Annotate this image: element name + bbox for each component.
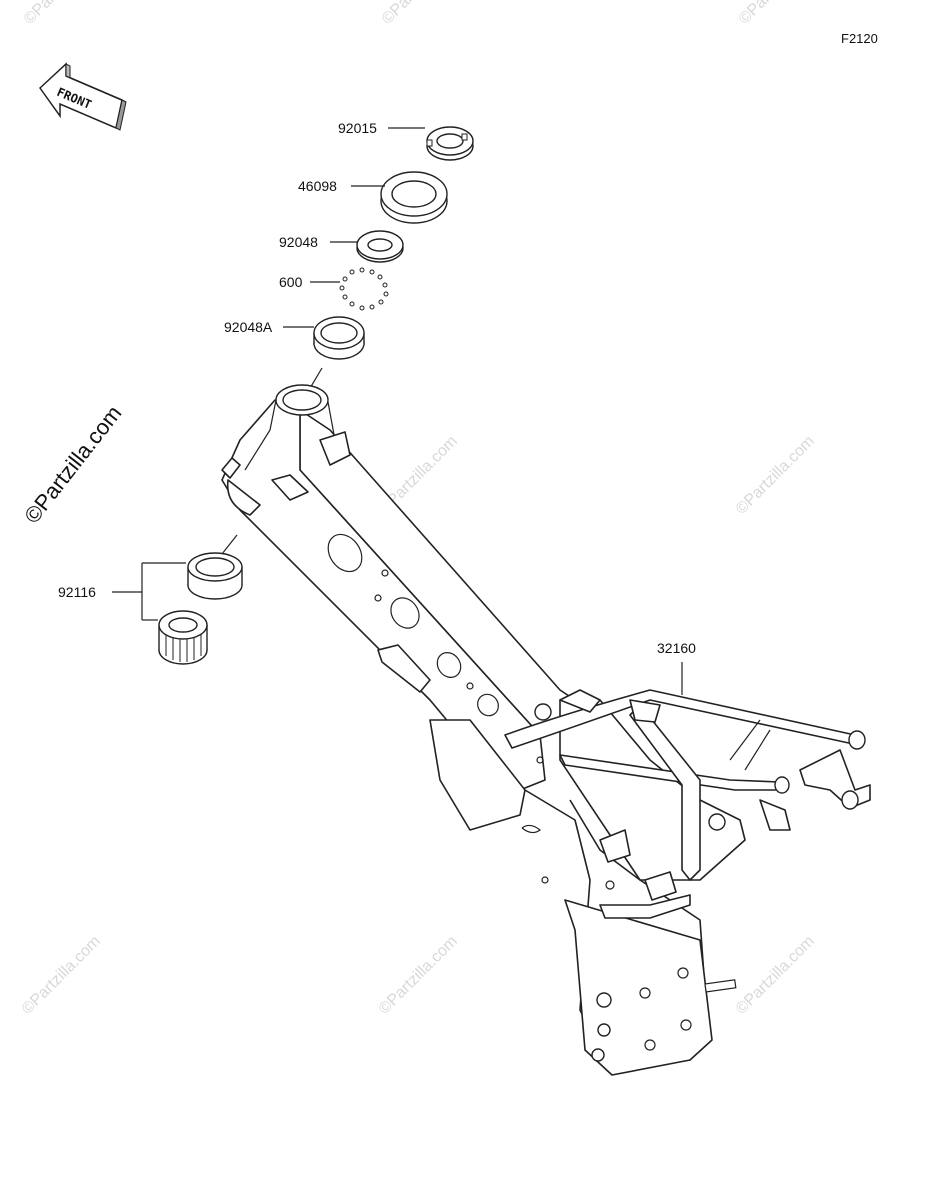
label-92048A: 92048A xyxy=(224,319,273,335)
frame-32160 xyxy=(221,384,871,1076)
watermark: ©Partzilla.com xyxy=(21,0,106,28)
watermark: ©Partzilla.com xyxy=(19,933,104,1018)
part-600-balls xyxy=(339,267,389,311)
label-92116: 92116 xyxy=(58,584,96,600)
label-600: 600 xyxy=(279,274,303,290)
label-32160: 32160 xyxy=(657,640,696,656)
part-92015-nut xyxy=(426,126,474,161)
diagram-code: F2120 xyxy=(841,31,878,46)
label-46098: 46098 xyxy=(298,178,337,194)
watermark: ©Partzilla.com xyxy=(376,933,461,1018)
part-92116-race xyxy=(187,552,243,600)
watermark: ©Partzilla.com xyxy=(733,433,818,518)
part-92048-race xyxy=(356,230,404,263)
watermark: ©Partzilla.com xyxy=(736,0,821,28)
front-arrow-icon: FRONT xyxy=(39,62,127,131)
label-92015: 92015 xyxy=(338,120,377,136)
watermark: ©Partzilla.com xyxy=(379,0,464,28)
label-92048: 92048 xyxy=(279,234,318,250)
part-92048A-race xyxy=(313,316,365,360)
brand-watermark: ©Partzilla.com xyxy=(19,401,126,528)
pointer-head-bottom xyxy=(221,534,238,555)
leader-92116 xyxy=(112,562,186,621)
part-92116-bearing xyxy=(158,610,208,665)
part-46098-seal xyxy=(380,171,448,224)
watermark: ©Partzilla.com xyxy=(733,933,818,1018)
